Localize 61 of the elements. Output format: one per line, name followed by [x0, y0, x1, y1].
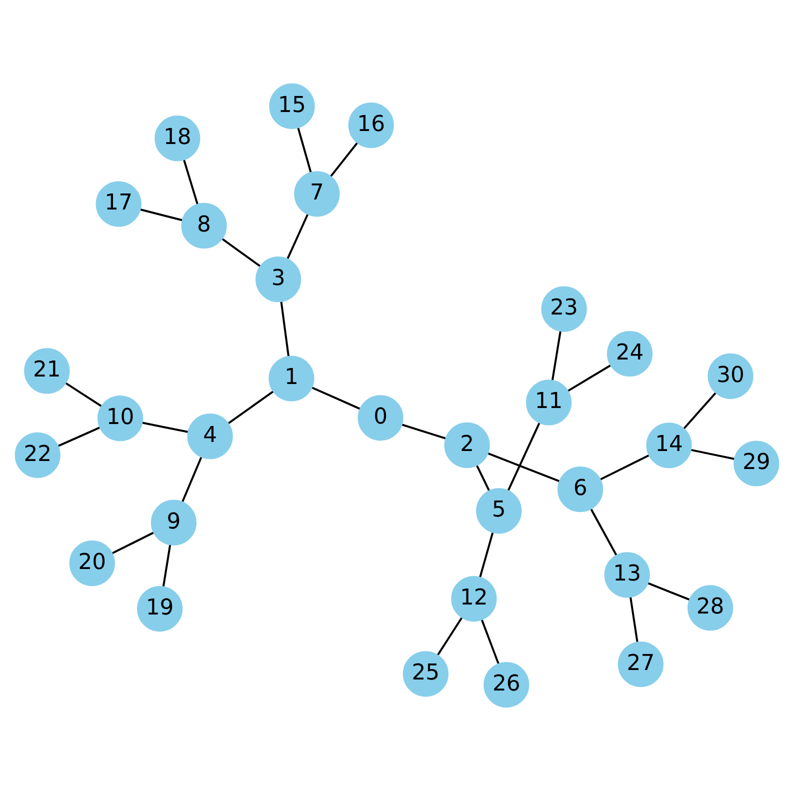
- connector: [683, 392, 717, 429]
- node-circle: 23: [541, 286, 587, 332]
- connector: [228, 390, 274, 424]
- connector: [551, 330, 562, 380]
- node-circle: 19: [137, 585, 183, 632]
- node-circle: 11: [526, 379, 572, 425]
- node-circle: 24: [606, 330, 653, 376]
- connector: [487, 452, 560, 482]
- node-circle: 1: [268, 355, 314, 401]
- connector: [567, 364, 612, 392]
- connector: [401, 423, 446, 439]
- connector: [312, 386, 360, 410]
- node-circle: 8: [181, 202, 227, 248]
- node-circle: 10: [97, 395, 144, 441]
- node-circle: 18: [154, 115, 200, 161]
- node-circle: 6: [557, 466, 604, 512]
- connector: [648, 582, 690, 600]
- node-circle: 27: [618, 641, 664, 687]
- node-circle: 21: [24, 348, 70, 394]
- connector: [286, 213, 309, 259]
- node-circle: 26: [484, 662, 530, 708]
- connector: [476, 464, 490, 491]
- node-circle: 2: [444, 422, 490, 468]
- node-circle: 14: [646, 422, 692, 468]
- node-circle: 17: [96, 180, 142, 226]
- connector: [221, 237, 261, 267]
- node-circle: 4: [187, 413, 233, 459]
- node-circle: 3: [255, 256, 302, 302]
- connector: [478, 531, 494, 578]
- node-circle: 0: [358, 394, 404, 440]
- connector: [507, 422, 540, 490]
- connector: [162, 544, 172, 586]
- node-circle: 28: [688, 584, 734, 630]
- node-circle: 13: [604, 552, 650, 598]
- node-circle: 15: [269, 82, 315, 128]
- connector: [629, 596, 638, 642]
- connector: [330, 142, 358, 177]
- node-circle: 9: [150, 499, 197, 545]
- node-circle: 30: [708, 352, 754, 398]
- connector: [65, 382, 102, 407]
- connector: [140, 208, 183, 221]
- node-circle: 7: [294, 170, 340, 216]
- connector: [280, 300, 290, 356]
- node-circle: 20: [69, 540, 115, 586]
- connector: [590, 508, 618, 556]
- connector: [297, 127, 312, 172]
- connector: [142, 421, 189, 432]
- connector: [480, 618, 500, 664]
- connector: [182, 158, 199, 204]
- connector: [182, 456, 202, 502]
- node-circle: 16: [348, 102, 394, 148]
- connector: [112, 531, 154, 554]
- node-circle: 5: [476, 488, 522, 534]
- connector: [436, 616, 463, 656]
- node-circle: 12: [451, 575, 497, 622]
- connector: [690, 448, 735, 460]
- node-circle: 25: [402, 650, 448, 696]
- node-circle: 22: [14, 432, 60, 478]
- connector: [58, 426, 101, 447]
- node-circle: 29: [734, 440, 780, 486]
- connector: [600, 454, 650, 480]
